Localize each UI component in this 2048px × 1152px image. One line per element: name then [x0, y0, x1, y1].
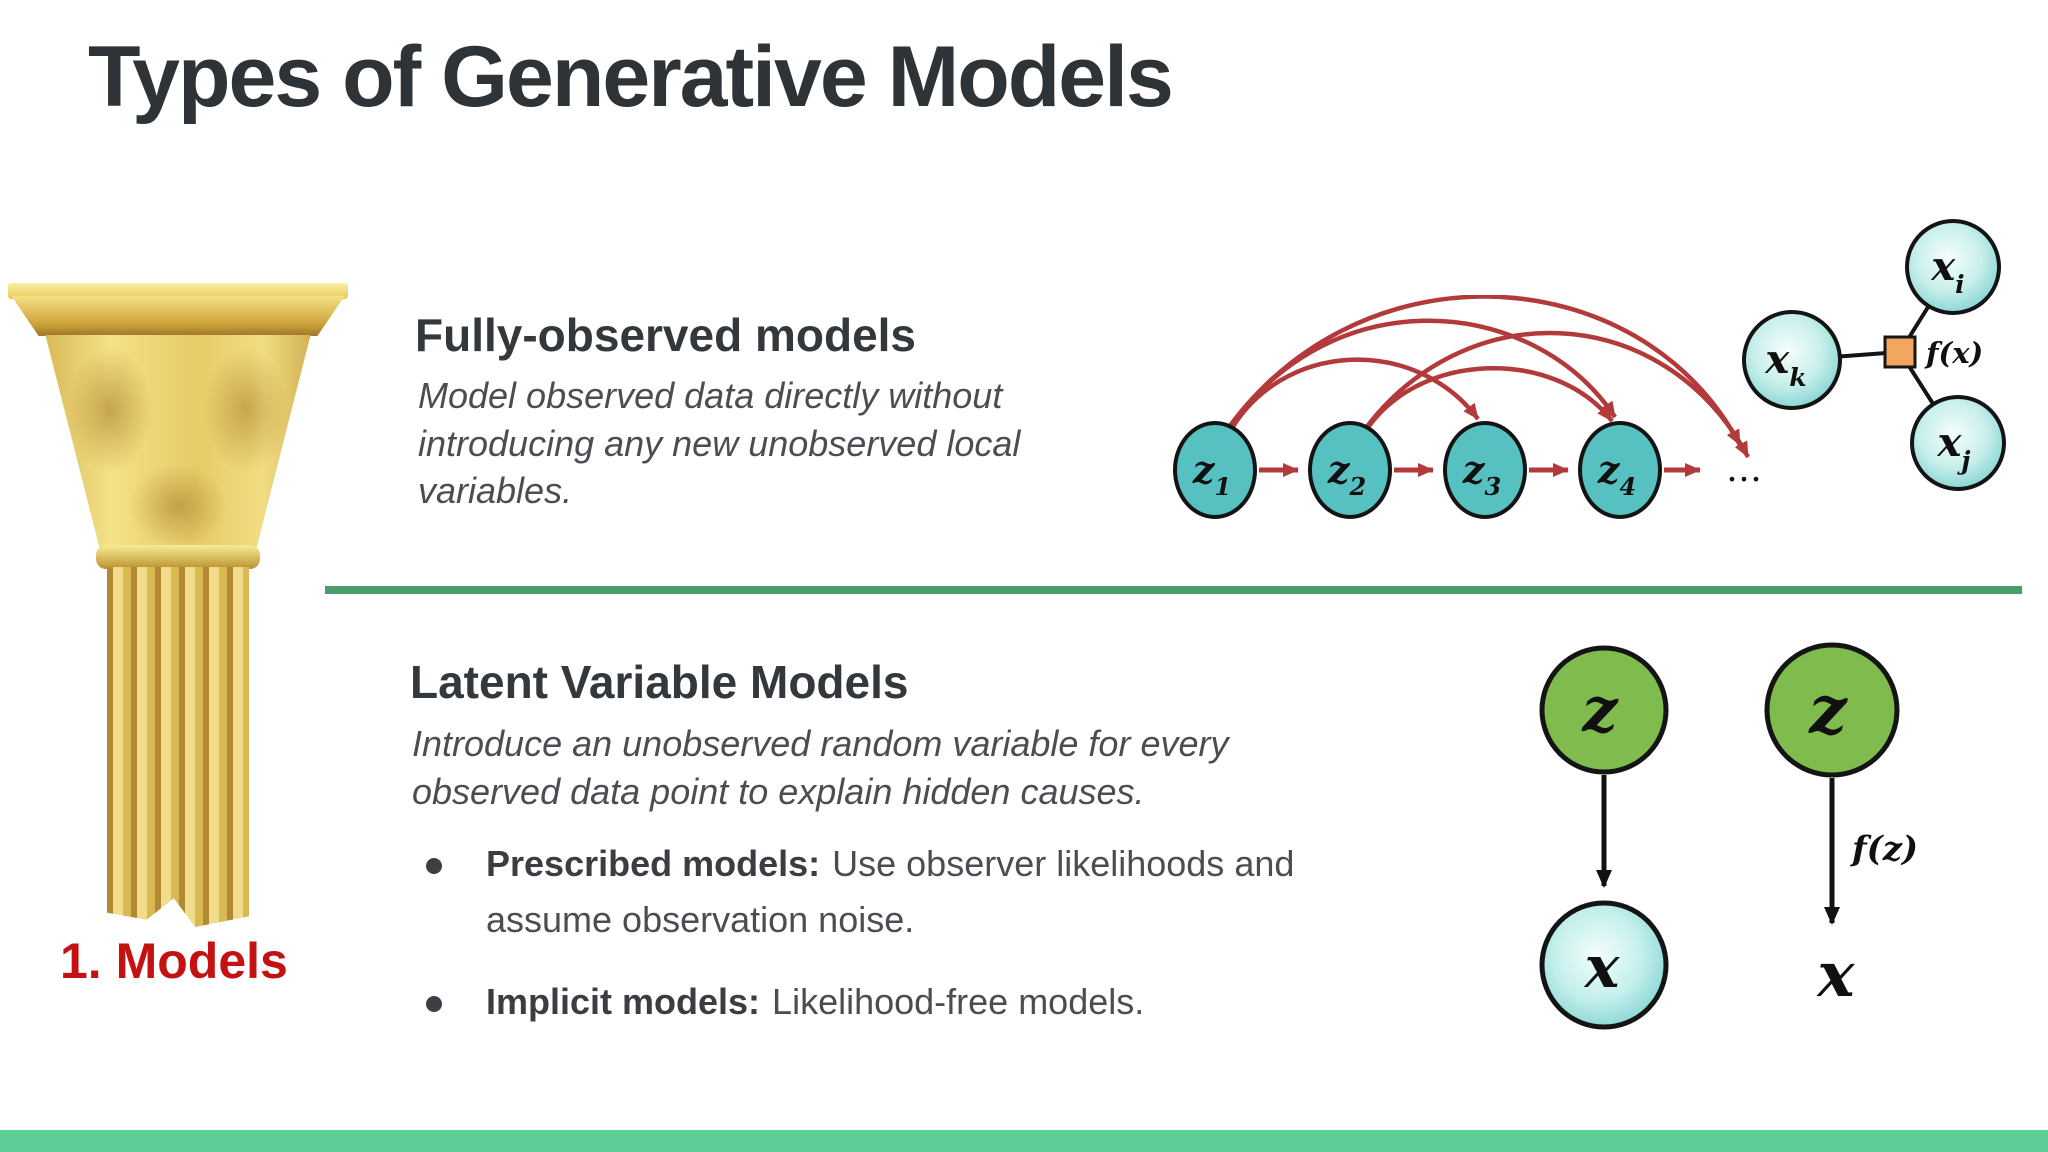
bullet-item-implicit: Implicit models: Likelihood-free models. [408, 974, 1308, 1030]
x-label: x [1583, 933, 1621, 1001]
latent-description: Introduce an unobserved random variable … [412, 720, 1228, 815]
description-line: observed data point to explain hidden ca… [412, 770, 1145, 812]
factor-function-label: f(x) [1924, 336, 1983, 370]
chain-nodes [1173, 421, 1662, 519]
node-xk [1742, 310, 1842, 410]
description-line: variables. [418, 470, 573, 512]
fully-observed-heading: Fully-observed models [415, 309, 917, 361]
latent-bullet-list: Prescribed models:Use observer likelihoo… [408, 836, 1308, 1055]
svg-text:z1: z1 [1192, 447, 1231, 501]
node-z3 [1443, 421, 1527, 519]
svg-text:xk: xk [1764, 336, 1806, 392]
bullet-term: Implicit models: [486, 980, 761, 1022]
svg-text:z4: z4 [1597, 447, 1636, 501]
chain-ellipsis: … [1726, 449, 1762, 490]
section-divider [325, 586, 2022, 594]
prescribed-model-diagram: z x [1539, 645, 1669, 1030]
observed-x-node [1539, 900, 1669, 1030]
node-xi [1905, 219, 2001, 315]
latent-z-node [1764, 642, 1900, 778]
pillar-abacus [11, 296, 345, 336]
skip-arc-arrows [1216, 295, 1750, 459]
bullet-term: Prescribed models: [486, 843, 821, 884]
bullet-text: Likelihood-free models. [772, 980, 1145, 1022]
pillar-capital [45, 335, 311, 549]
svg-text:z3: z3 [1462, 447, 1501, 501]
z-label: z [1808, 671, 1848, 749]
z-label: z [1581, 673, 1619, 746]
factor-node-labels: xi xk xj [1764, 243, 1970, 475]
page-title: Types of Generative Models [88, 29, 1174, 125]
svg-text:z2: z2 [1327, 447, 1366, 501]
autoregressive-chain-diagram: z1 z2 z3 z4 … [1173, 295, 1762, 519]
pillar-collar [96, 545, 260, 569]
description-line: Model observed data directly without [418, 375, 1003, 416]
fz-arrow-label: f(z) [1850, 829, 1918, 869]
svg-text:xi: xi [1930, 243, 1964, 299]
x-label: x [1816, 938, 1856, 1011]
fully-observed-description: Model observed data directly without int… [418, 372, 1020, 515]
pillar-shaft [106, 567, 250, 927]
latent-z-node [1539, 645, 1669, 775]
description-line: introducing any new unobserved local [418, 422, 1021, 464]
section-number-label: 1. Models [60, 933, 288, 989]
pillar-slab [8, 283, 348, 299]
node-z4 [1578, 421, 1662, 519]
column-pillar-icon [8, 283, 348, 945]
bottom-accent-bar [0, 1130, 2048, 1152]
bullet-item-prescribed: Prescribed models:Use observer likelihoo… [408, 836, 1308, 948]
node-z2 [1308, 421, 1392, 519]
bullet-text: Use observer likelihoods and assume obse… [486, 843, 1295, 940]
node-z1 [1173, 421, 1257, 519]
factor-graph-diagram: xi xk xj f(x) [1742, 219, 2006, 491]
chain-node-labels: z1 z2 z3 z4 [1192, 447, 1636, 501]
node-xj [1910, 395, 2006, 491]
factor-square [1883, 335, 1917, 369]
implicit-model-diagram: z f(z) x [1764, 642, 1918, 1011]
description-line: Introduce an unobserved random variable … [412, 723, 1229, 764]
latent-heading: Latent Variable Models [410, 656, 909, 708]
